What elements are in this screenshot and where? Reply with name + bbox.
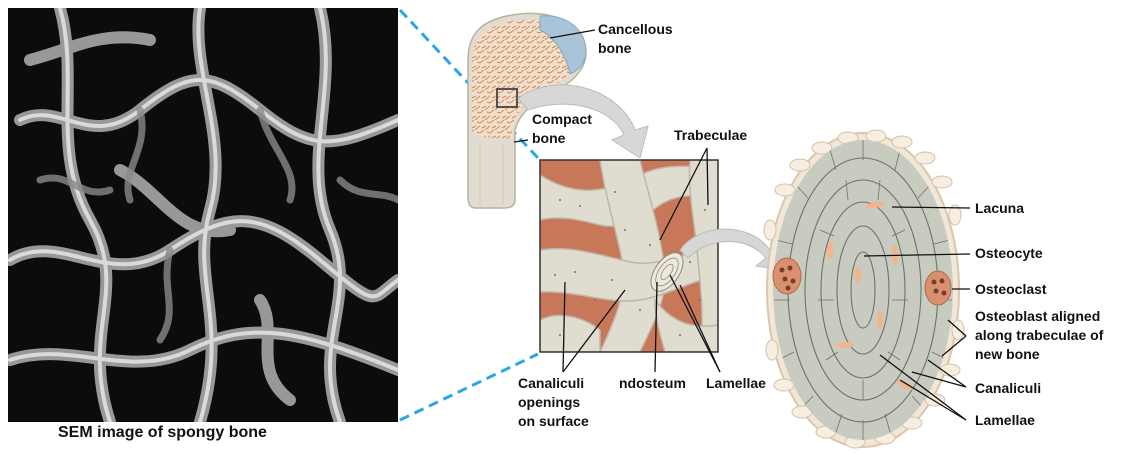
label-line: Osteoblast aligned [975,307,1103,326]
label-canaliculi: Canaliculi [975,379,1041,398]
label-line: openings [518,393,589,412]
label-line: Compact [532,110,592,129]
label-endosteum: ndosteum [619,374,686,393]
label-line: Cancellous [598,20,673,39]
label-osteoblast: Osteoblast aligned along trabeculae of n… [975,307,1103,364]
label-lamellae: Lamellae [975,411,1035,430]
label-trabeculae: Trabeculae [674,126,747,145]
osteoclast-left [773,258,801,294]
label-lamellae-middle: Lamellae [706,374,766,393]
label-line: bone [532,129,592,148]
sem-image [8,8,398,422]
figure-caption: SEM image of spongy bone [58,424,267,442]
label-osteoclast: Osteoclast [975,280,1047,299]
label-line: Canaliculi [518,374,589,393]
label-osteocyte: Osteocyte [975,244,1043,263]
label-line: bone [598,39,673,58]
label-compact-bone: Compact bone [532,110,592,148]
label-line: on surface [518,412,589,431]
label-canaliculi-openings: Canaliculi openings on surface [518,374,589,431]
label-line: new bone [975,345,1103,364]
osteoclast-right [925,271,951,305]
label-cancellous-bone: Cancellous bone [598,20,673,58]
label-line: along trabeculae of [975,326,1103,345]
label-lacuna: Lacuna [975,199,1024,218]
trabecular-box [540,160,718,352]
